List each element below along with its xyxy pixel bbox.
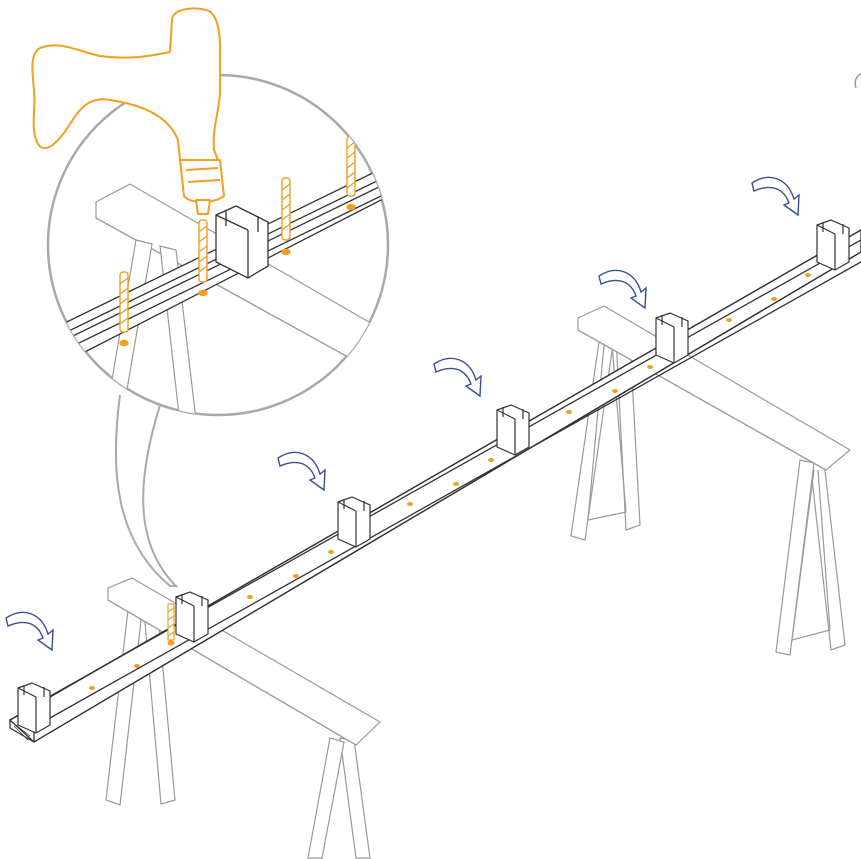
drill-bit-small	[167, 603, 175, 646]
drill-icon	[31, 7, 225, 215]
curved-arrow-icons	[5, 176, 800, 652]
callout-drill-bits	[119, 135, 356, 347]
stud-5	[655, 312, 689, 364]
stud-4	[496, 404, 530, 456]
edge-mark	[854, 73, 861, 89]
callout-stud	[215, 205, 269, 279]
studs	[17, 219, 850, 734]
curved-arrow-icon	[598, 269, 647, 310]
drill-bit	[281, 177, 291, 256]
curved-arrow-icon	[5, 611, 54, 652]
stud-2	[175, 591, 209, 643]
sawhorse-right	[570, 305, 852, 656]
callout-detail	[48, 135, 388, 415]
magnifier-callout	[46, 73, 390, 587]
drill-bit	[346, 135, 356, 211]
curved-arrow-icon	[751, 176, 800, 217]
drill-bit	[119, 271, 129, 347]
rail-profile	[8, 229, 861, 743]
stud-6	[816, 219, 850, 271]
curved-arrow-icon	[433, 357, 482, 398]
screw-holes	[89, 273, 811, 690]
drill-bit	[198, 219, 208, 297]
sawhorse-left	[105, 577, 381, 859]
stud-1	[17, 682, 51, 734]
curved-arrow-icon	[277, 451, 326, 492]
stud-3	[337, 496, 371, 548]
